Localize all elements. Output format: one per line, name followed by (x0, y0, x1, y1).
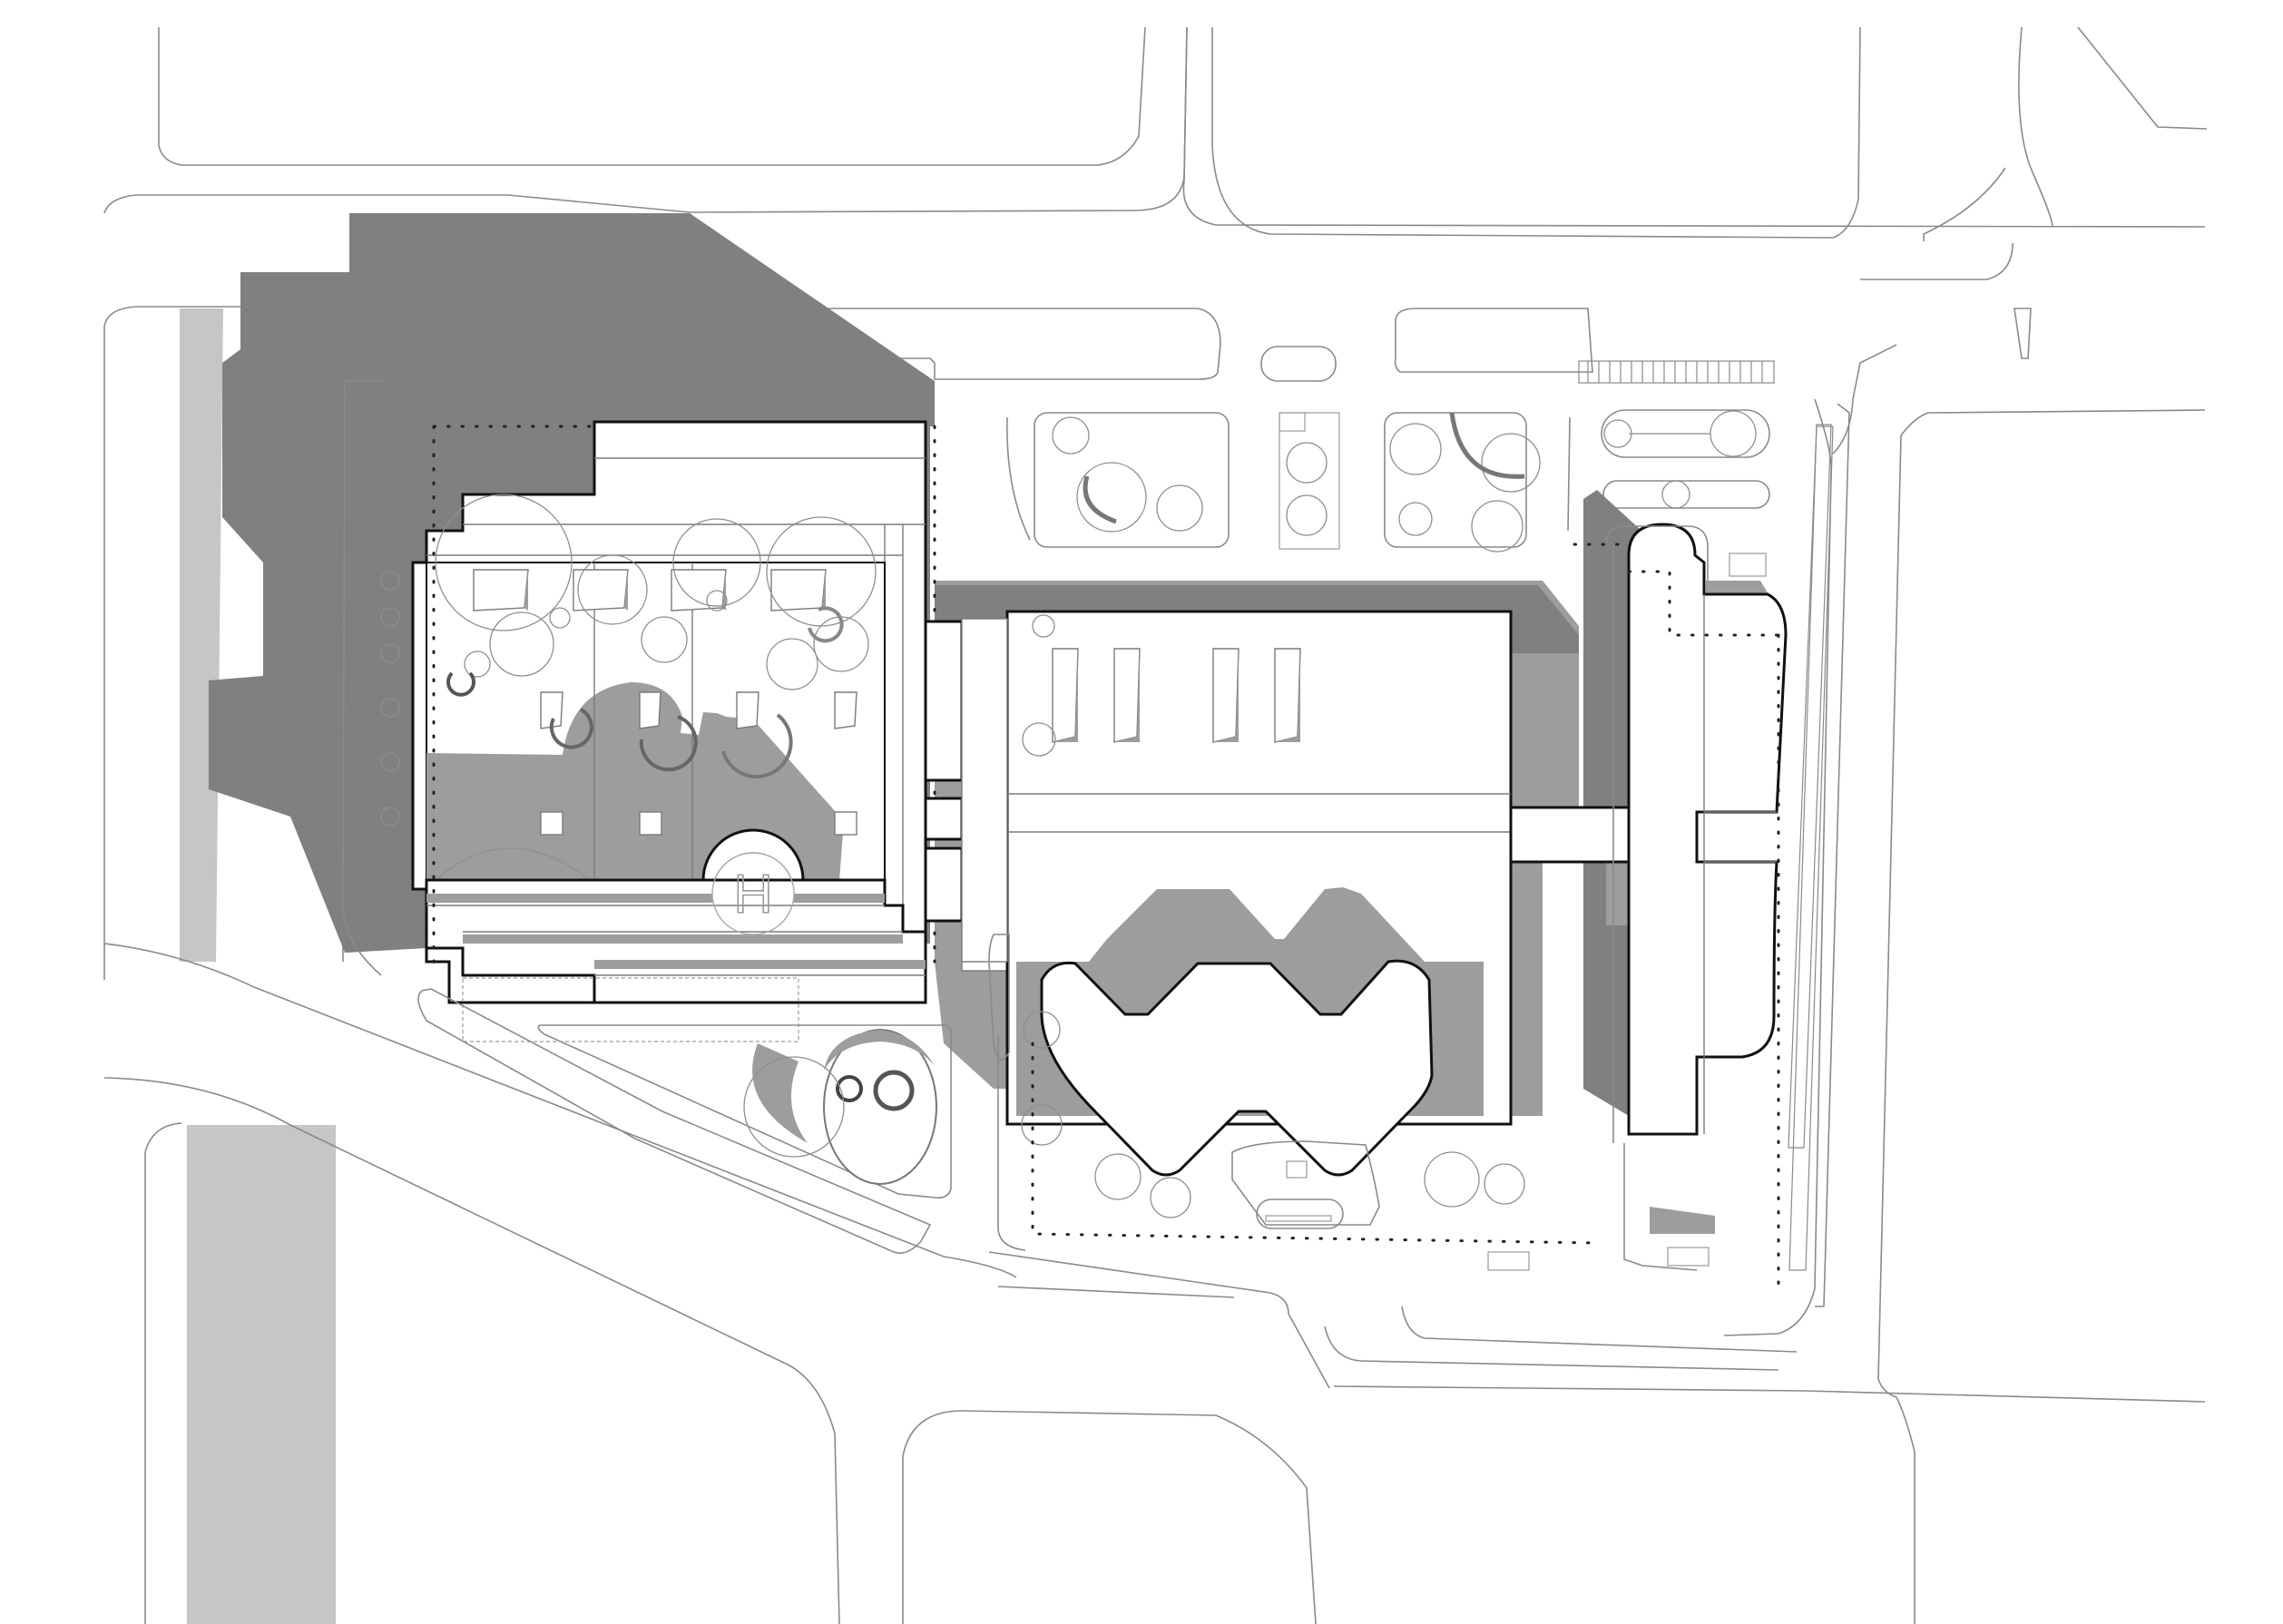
west-landscape (342, 380, 400, 976)
helipad-marking: H (733, 863, 774, 925)
parking-lot (1578, 360, 1832, 1149)
central-building (961, 610, 1599, 1251)
adjacent-building-strip (180, 308, 336, 1624)
east-bench-strip (1788, 403, 1850, 1307)
svg-text:H: H (733, 864, 772, 925)
round-pavilion (417, 934, 1010, 1254)
left-courtyard-building: H (411, 420, 936, 1004)
east-building (1487, 523, 1788, 1290)
rooflights (1052, 648, 1301, 743)
